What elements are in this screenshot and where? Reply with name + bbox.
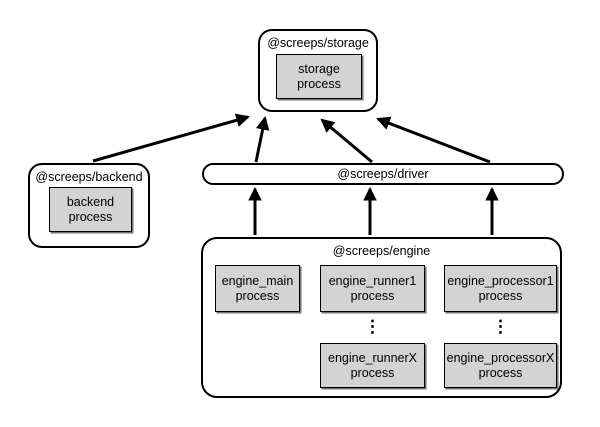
arrow-backend-to-storage [92, 113, 250, 163]
node-driver-title: @screeps/driver [337, 167, 429, 181]
engine-processorX-process-box: engine_processorX process [444, 343, 557, 388]
engine-main-process-box: engine_main process [215, 265, 300, 312]
node-backend-title: @screeps/backend [35, 170, 143, 184]
arrow-driver-to-storage-right [376, 116, 491, 164]
arrow-driver-to-storage-left [254, 115, 270, 163]
engine-runnerX-process-box: engine_runnerX process [320, 343, 425, 388]
arrow-driver-to-storage-middle [320, 118, 373, 164]
storage-process-box: storage process [276, 54, 362, 99]
engine-runner1-process-box: engine_runner1 process [320, 265, 425, 312]
node-backend: @screeps/backend backend process [28, 163, 150, 248]
node-engine: @screeps/engine engine_main process engi… [201, 237, 562, 398]
engine-processor1-process-box: engine_processor1 process [444, 265, 557, 312]
runner-ellipsis: ⋮ [364, 317, 381, 336]
node-storage-title: @screeps/storage [267, 36, 369, 50]
node-engine-title: @screeps/engine [332, 244, 431, 258]
node-storage: @screeps/storage storage process [258, 29, 378, 112]
processor-ellipsis: ⋮ [492, 317, 509, 336]
node-driver: @screeps/driver [202, 163, 564, 185]
backend-process-box: backend process [49, 187, 132, 232]
